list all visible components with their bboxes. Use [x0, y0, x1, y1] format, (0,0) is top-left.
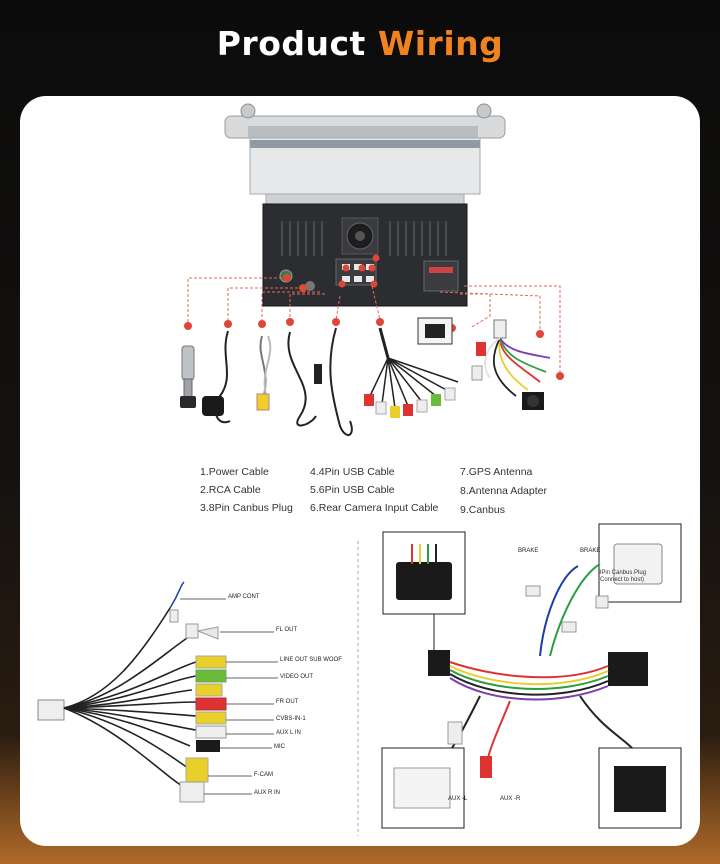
antenna-adapter — [180, 345, 196, 408]
canbus-plug — [417, 317, 453, 345]
legend-item-3: 3.8Pin Canbus Plug — [200, 502, 293, 514]
label-fl-out: FL OUT — [276, 627, 298, 633]
power-cable-harness — [471, 319, 551, 410]
label-aux-r-in: AUX R IN — [254, 790, 281, 796]
label-fr-out: FR OUT — [276, 699, 299, 705]
usb-6pin-cable — [287, 331, 322, 427]
legend-item-9: 9.Canbus — [460, 504, 505, 516]
label-f-cam: F-CAM — [254, 772, 273, 778]
unit-callout-markers — [283, 254, 380, 292]
title-part-orange: Wiring — [377, 24, 504, 63]
rear-camera-cable — [256, 335, 272, 411]
title-part-white: Product — [216, 24, 366, 63]
label-8pin-canbus-plug: 8Pin Canbus Plug (Connect to host) — [598, 570, 646, 584]
gps-antenna — [202, 330, 231, 424]
label-brake-2: BRAKE — [580, 548, 601, 554]
wiring-card: 1.Power Cable 2.RCA Cable 3.8Pin Canbus … — [20, 96, 700, 846]
leader-lines — [187, 277, 561, 376]
rca-cable-bundle — [364, 327, 459, 418]
canbus-harness-diagram — [381, 523, 682, 829]
label-mic: MIC — [274, 744, 285, 750]
label-cvbs-in: CVBS-IN-1 — [276, 716, 306, 722]
label-8pin-canbus-plug-line2: (Connect to host) — [598, 576, 645, 583]
label-8pin-canbus-plug-line1: 8Pin Canbus Plug — [598, 570, 647, 576]
legend-item-8: 8.Antenna Adapter — [460, 485, 547, 497]
legend-item-1: 1.Power Cable — [200, 466, 269, 478]
legend-item-4: 4.4Pin USB Cable — [310, 466, 395, 478]
unit-and-cables-illustration — [180, 103, 564, 436]
label-brake-1: BRAKE — [518, 548, 539, 554]
label-aux-l-in: AUX L IN — [276, 730, 301, 736]
label-video-out: VIDEO OUT — [280, 674, 314, 680]
legend-item-7: 7.GPS Antenna — [460, 466, 533, 478]
label-line-out-sub-woof: LINE OUT SUB WOOF — [280, 657, 342, 663]
usb-4pin-cable — [329, 327, 353, 436]
legend-item-5: 5.6Pin USB Cable — [310, 484, 395, 496]
page-title: Product Wiring — [0, 24, 720, 63]
label-aux-r: AUX -R — [500, 796, 521, 802]
legend-item-2: 2.RCA Cable — [200, 484, 261, 496]
label-amp-cont: AMP CONT — [228, 594, 260, 600]
bottom-diagrams — [37, 523, 682, 836]
rca-harness-diagram — [37, 581, 278, 803]
label-aux-l: AUX -L — [448, 796, 468, 802]
head-unit — [224, 103, 506, 307]
legend-item-6: 6.Rear Camera Input Cable — [310, 502, 439, 514]
numbered-markers — [184, 318, 564, 380]
